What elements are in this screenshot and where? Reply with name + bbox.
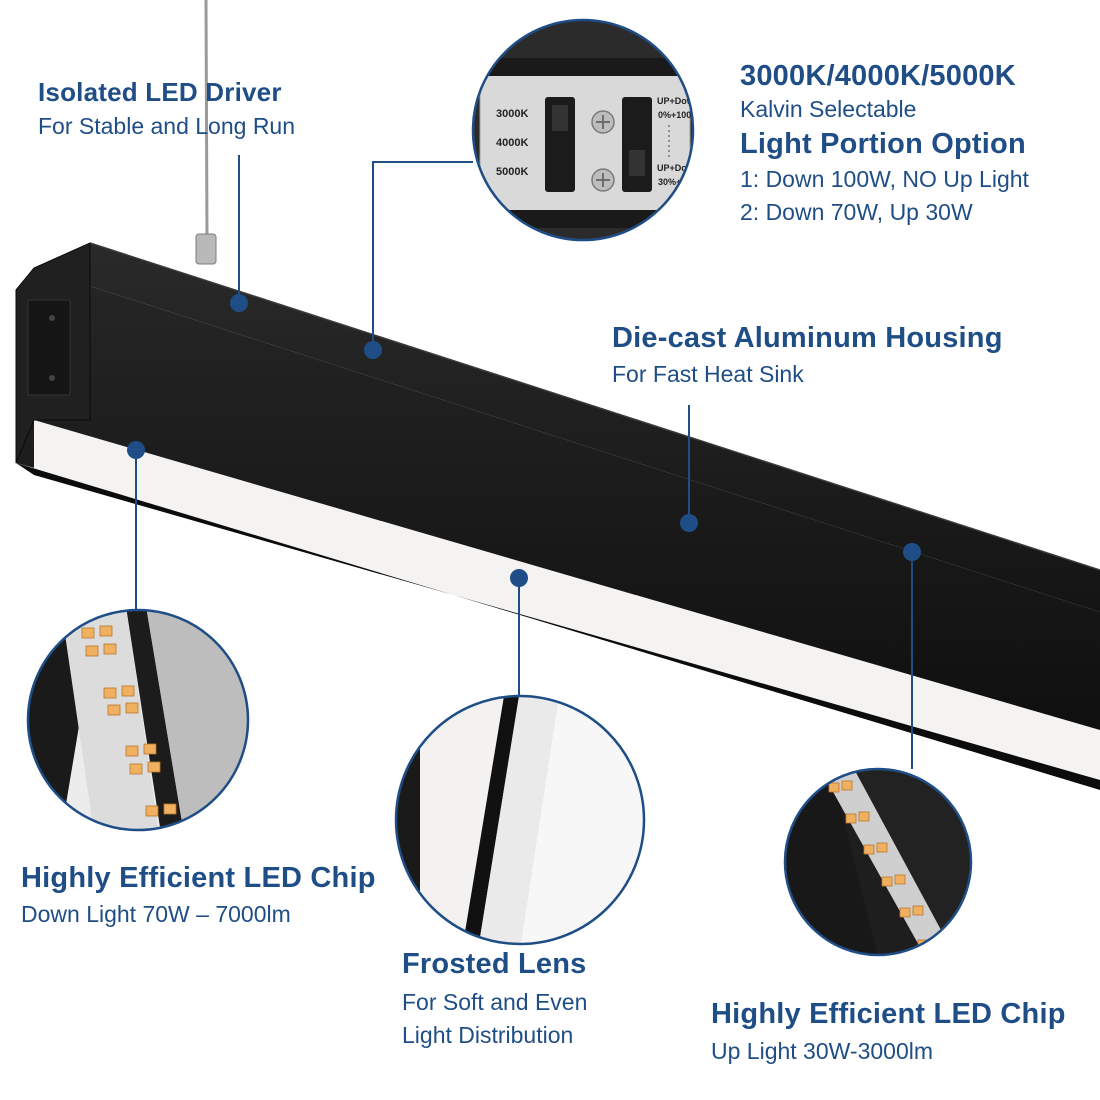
- cct-subtitle: Kalvin Selectable: [740, 96, 917, 123]
- leader-switch: [372, 161, 473, 350]
- marker-driver: [230, 294, 248, 312]
- housing-subtitle: For Fast Heat Sink: [612, 361, 804, 388]
- callout-lens: Frosted Lens For Soft and Even Light Dis…: [402, 948, 587, 1048]
- mode-top-line1: UP+Down: [657, 96, 699, 106]
- marker-chip-up: [903, 543, 921, 561]
- chip-down-title: Highly Efficient LED Chip: [21, 862, 376, 894]
- cct-label-4000k: 4000K: [496, 137, 528, 149]
- mode-bottom-line1: UP+Down: [657, 163, 699, 173]
- cct-title: 3000K/4000K/5000K: [740, 60, 1016, 92]
- portion-option-2: 2: Down 70W, Up 30W: [740, 198, 973, 225]
- end-cap-plate: [27, 299, 71, 396]
- end-cap-screw: [49, 315, 55, 321]
- chip-down-detail: [26, 608, 250, 832]
- lens-bottom-rim: [16, 463, 1100, 790]
- portion-title: Light Portion Option: [740, 127, 1026, 160]
- lens-title: Frosted Lens: [402, 948, 587, 980]
- cable-grip: [195, 233, 217, 265]
- suspension-cable: [204, 0, 209, 241]
- lens-strip: [34, 420, 1100, 780]
- cct-label-3000k: 3000K: [496, 108, 528, 120]
- end-cap-screw: [49, 375, 55, 381]
- callout-cct: 3000K/4000K/5000K Kalvin Selectable Ligh…: [740, 60, 1029, 225]
- chip-up-title: Highly Efficient LED Chip: [711, 998, 1066, 1030]
- lens-detail: [394, 694, 646, 946]
- lens-line-2: Light Distribution: [402, 1021, 574, 1048]
- housing-side-face: [16, 268, 1100, 760]
- switch-panel-detail: 3000K 4000K 5000K UP+Down 0%+100% UP+Dow…: [471, 18, 699, 242]
- callout-chip-up: Highly Efficient LED Chip Up Light 30W-3…: [711, 998, 1066, 1065]
- callout-housing: Die-cast Aluminum Housing For Fast Heat …: [612, 322, 1003, 388]
- portion-option-1: 1: Down 100W, NO Up Light: [740, 166, 1029, 193]
- marker-lens: [510, 569, 528, 587]
- driver-subtitle: For Stable and Long Run: [38, 112, 296, 139]
- mode-bottom-line2: 30%+70%: [658, 177, 699, 187]
- portion-switch: [622, 97, 652, 192]
- lens-line-1: For Soft and Even: [402, 989, 588, 1016]
- linear-fixture: [15, 242, 1100, 790]
- housing-title: Die-cast Aluminum Housing: [612, 322, 1003, 354]
- led-chip-array: [81, 625, 177, 817]
- callout-driver: Isolated LED Driver For Stable and Long …: [38, 77, 296, 139]
- callout-chip-down: Highly Efficient LED Chip Down Light 70W…: [21, 862, 376, 928]
- marker-chip-down: [127, 441, 145, 459]
- chip-up-subtitle: Up Light 30W-3000lm: [711, 1038, 934, 1065]
- marker-switch: [364, 341, 382, 359]
- mode-top-line2: 0%+100%: [658, 110, 699, 120]
- housing-top-face: [34, 243, 1100, 612]
- chip-up-detail: [783, 767, 973, 957]
- cct-label-5000k: 5000K: [496, 166, 528, 178]
- housing-edge-highlight: [89, 242, 1100, 571]
- marker-housing: [680, 514, 698, 532]
- chip-down-subtitle: Down Light 70W – 7000lm: [21, 901, 291, 928]
- driver-title: Isolated LED Driver: [38, 77, 282, 107]
